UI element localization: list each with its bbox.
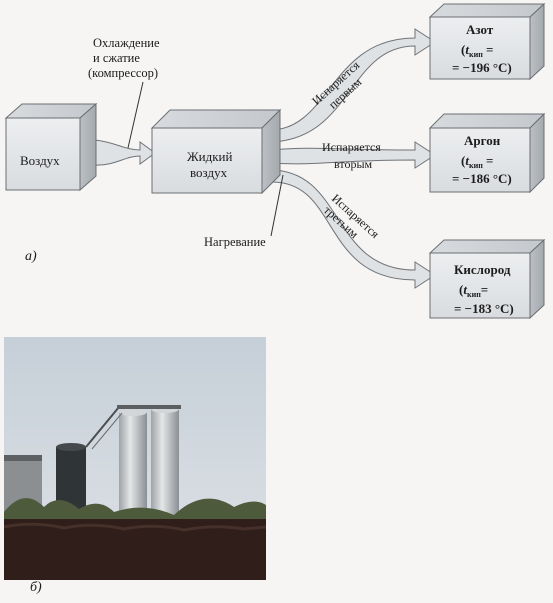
hedge bbox=[4, 519, 266, 580]
argon-value: = −186 °C) bbox=[452, 171, 512, 186]
air-separation-diagram: Воздух Жидкий воздух Азот (tкип = = −196… bbox=[4, 2, 546, 320]
nitrogen-eq: = bbox=[483, 42, 494, 57]
box-oxygen: Кислород (tкип= = −183 °C) bbox=[428, 238, 546, 320]
note-cooling-1: Охлаждение bbox=[93, 36, 160, 50]
pointer-heating bbox=[270, 174, 284, 237]
stair-rail bbox=[85, 406, 120, 448]
oxygen-eq: = bbox=[481, 282, 488, 297]
column-left-top bbox=[119, 408, 147, 416]
box-air-label: Воздух bbox=[20, 153, 60, 168]
box-liquid-air-label-1: Жидкий bbox=[187, 149, 232, 164]
box-nitrogen: Азот (tкип = = −196 °C) bbox=[428, 2, 546, 81]
argon-eq: = bbox=[483, 153, 494, 168]
pointer-cooling bbox=[127, 81, 144, 149]
box-liquid-air: Жидкий воздух bbox=[150, 108, 282, 195]
argon-label: Аргон bbox=[464, 133, 501, 148]
flow-second-label-2: вторым bbox=[334, 157, 373, 171]
flow-second-label-1: Испаряется bbox=[322, 140, 381, 154]
argon-sub: кип bbox=[469, 161, 483, 170]
arrow-air-to-liquid bbox=[94, 139, 156, 166]
column-right bbox=[151, 409, 179, 521]
oxygen-t: t bbox=[463, 282, 467, 297]
argon-t: t bbox=[465, 153, 469, 168]
nitrogen-t: t bbox=[465, 42, 469, 57]
stair-rail-2 bbox=[91, 412, 123, 450]
note-cooling-3: (компрессор) bbox=[88, 66, 158, 80]
box-liquid-air-label-2: воздух bbox=[190, 165, 228, 180]
dark-tank-top bbox=[56, 443, 86, 451]
box-air: Воздух bbox=[4, 102, 98, 192]
platform bbox=[117, 405, 181, 409]
part-a-label: а) bbox=[25, 249, 37, 264]
arrow-evaporates-second bbox=[269, 141, 436, 169]
column-left bbox=[119, 412, 147, 522]
part-b-label: б) bbox=[30, 580, 42, 595]
note-cooling-2: и сжатие bbox=[93, 51, 140, 65]
svg-text:(tкип=: (tкип= bbox=[459, 282, 488, 299]
oxygen-label: Кислород bbox=[454, 262, 511, 277]
building-left-roof bbox=[4, 455, 42, 461]
oxygen-sub: кип bbox=[467, 290, 481, 299]
hedge-texture bbox=[4, 522, 266, 532]
nitrogen-label: Азот bbox=[466, 22, 494, 37]
arrow-evaporates-third bbox=[269, 169, 436, 289]
note-heating: Нагревание bbox=[204, 235, 266, 249]
oxygen-value: = −183 °C) bbox=[454, 301, 514, 316]
box-argon: Аргон (tкип = = −186 °C) bbox=[428, 112, 546, 194]
nitrogen-value: = −196 °C) bbox=[452, 60, 512, 75]
air-separation-plant-photo bbox=[4, 337, 266, 580]
nitrogen-sub: кип bbox=[469, 50, 483, 59]
arrow-evaporates-first bbox=[269, 28, 436, 143]
